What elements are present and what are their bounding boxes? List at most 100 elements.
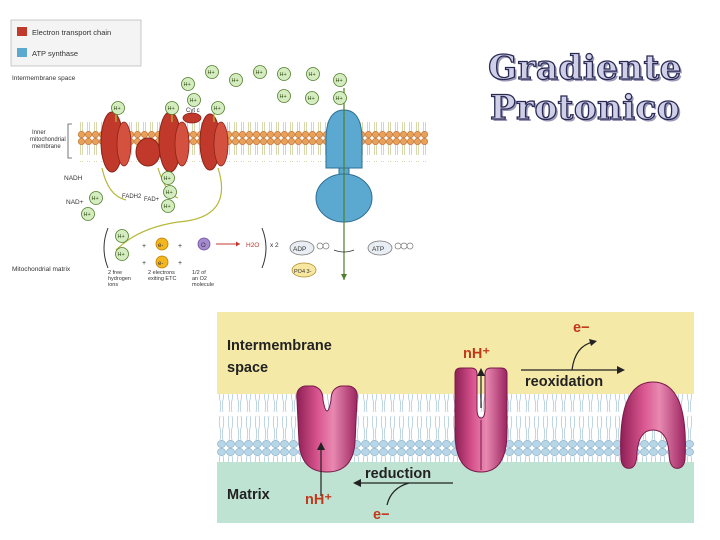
proton-label: H+ bbox=[184, 82, 191, 88]
etc-complex-2 bbox=[135, 137, 161, 167]
proton-label: H+ bbox=[84, 212, 91, 218]
proton-label: H+ bbox=[190, 98, 197, 104]
proton-top-label: nH⁺ bbox=[463, 346, 490, 362]
cyt-c-label: Cyt c bbox=[186, 108, 200, 114]
etc-diagram: Electron transport chain ATP synthase In… bbox=[10, 19, 428, 288]
fad-label: FAD+ bbox=[144, 197, 160, 203]
slide-title-line2: Protonico bbox=[489, 87, 681, 128]
proton-label: H+ bbox=[256, 70, 263, 76]
proton-circle bbox=[333, 91, 347, 105]
matrix-region bbox=[217, 462, 694, 523]
proton-label: H+ bbox=[309, 72, 316, 78]
proton-label: H+ bbox=[118, 252, 125, 258]
legend-swatch-etc bbox=[17, 27, 27, 36]
proton-label: H+ bbox=[280, 72, 287, 78]
proton-circle bbox=[187, 93, 201, 107]
proton-pump-diagram: Intermembrane space Matrix nH⁺ nH⁺ reoxi… bbox=[217, 312, 694, 523]
arrow-reoxidation bbox=[617, 366, 625, 374]
arrow-electron-out bbox=[589, 339, 597, 346]
proton-circle bbox=[253, 65, 267, 79]
cytochrome-c: Cyt c bbox=[182, 108, 202, 124]
slide-title: Gradiente Protonico bbox=[470, 47, 700, 128]
adp-molecule: ADP bbox=[289, 240, 330, 256]
etc-complex-3 bbox=[158, 111, 190, 173]
nad-label: NAD+ bbox=[66, 199, 84, 206]
etc-complex-4 bbox=[199, 113, 229, 171]
proton-label: H+ bbox=[280, 94, 287, 100]
proton-circle bbox=[333, 73, 347, 87]
nadh-label: NADH bbox=[64, 175, 83, 182]
protein-right bbox=[620, 381, 686, 469]
proton-label: H+ bbox=[164, 176, 171, 182]
arrow-reduction bbox=[353, 479, 361, 487]
svg-text:+: + bbox=[142, 243, 146, 250]
legend: Electron transport chain ATP synthase bbox=[10, 19, 142, 67]
fadh2-label: FADH2 bbox=[122, 194, 142, 200]
proton-label: H+ bbox=[168, 106, 175, 112]
times-two-label: x 2 bbox=[270, 242, 279, 249]
proton-circle bbox=[89, 191, 103, 205]
atp-synthase bbox=[315, 88, 373, 280]
proton-circle bbox=[229, 73, 243, 87]
arrow-up-matrix bbox=[317, 442, 325, 450]
slide-title-line1: Gradiente bbox=[487, 47, 682, 88]
matrix-label-2: Matrix bbox=[227, 487, 270, 503]
proton-circle bbox=[161, 171, 175, 185]
oxygen-atom: O bbox=[197, 237, 211, 251]
proton-circle bbox=[305, 91, 319, 105]
proton-label: H+ bbox=[164, 204, 171, 210]
etc-complex-1 bbox=[100, 111, 132, 173]
proton-circle bbox=[111, 101, 125, 115]
electron-bottom-label: e− bbox=[373, 507, 390, 523]
intermembrane-space-label: Intermembrane space bbox=[12, 75, 76, 82]
proton-label: H+ bbox=[336, 96, 343, 102]
intermembrane-label-line1: Intermembrane bbox=[227, 338, 332, 354]
proton-label: H+ bbox=[114, 106, 121, 112]
proton-label: H+ bbox=[92, 196, 99, 202]
proton-circle bbox=[306, 67, 320, 81]
atp-molecule: ATP bbox=[367, 240, 414, 256]
reoxidation-label: reoxidation bbox=[525, 374, 603, 390]
proton-circle bbox=[81, 207, 95, 221]
proton-circle bbox=[163, 185, 177, 199]
proton-label: H+ bbox=[214, 106, 221, 112]
proton-circle bbox=[115, 229, 129, 243]
proton-bottom-label: nH⁺ bbox=[305, 492, 332, 508]
electron-1-label: e- bbox=[158, 243, 163, 249]
electron-2-label: e- bbox=[158, 261, 163, 267]
proton-circle bbox=[205, 65, 219, 79]
phosphate-label: PO4 3- bbox=[294, 269, 312, 275]
protein-left bbox=[296, 385, 358, 473]
electron-1: e- bbox=[155, 237, 169, 251]
legend-swatch-atp-synthase bbox=[17, 48, 27, 57]
proton-circle bbox=[161, 199, 175, 213]
proton-circle bbox=[277, 89, 291, 103]
proton-label: H+ bbox=[232, 78, 239, 84]
arrow-up-channel bbox=[477, 368, 485, 376]
svg-text:+: + bbox=[178, 243, 182, 250]
legend-label-etc: Electron transport chain bbox=[32, 28, 111, 37]
matrix-label: Mitochondrial matrix bbox=[12, 266, 71, 273]
proton-circle bbox=[181, 77, 195, 91]
electron-2: e- bbox=[155, 255, 169, 269]
svg-text:+: + bbox=[178, 260, 182, 267]
water-label: H2O bbox=[246, 242, 259, 249]
adp-label: ADP bbox=[293, 246, 306, 253]
atp-label: ATP bbox=[372, 246, 384, 253]
reduction-label: reduction bbox=[365, 466, 431, 482]
proton-group: H+H+H+H+H+H+H+H+H+H+H+H+H+H+H+H+H+H+H+H+… bbox=[81, 65, 347, 261]
proton-label: H+ bbox=[208, 70, 215, 76]
proton-circle bbox=[211, 101, 225, 115]
intermembrane-label-line2: space bbox=[227, 360, 268, 376]
svg-text:+: + bbox=[142, 260, 146, 267]
phosphate: PO4 3- bbox=[291, 262, 317, 278]
proton-label: H+ bbox=[308, 96, 315, 102]
electron-top-label: e− bbox=[573, 320, 590, 336]
proton-circle bbox=[115, 247, 129, 261]
proton-circle bbox=[277, 67, 291, 81]
proton-circle bbox=[165, 101, 179, 115]
